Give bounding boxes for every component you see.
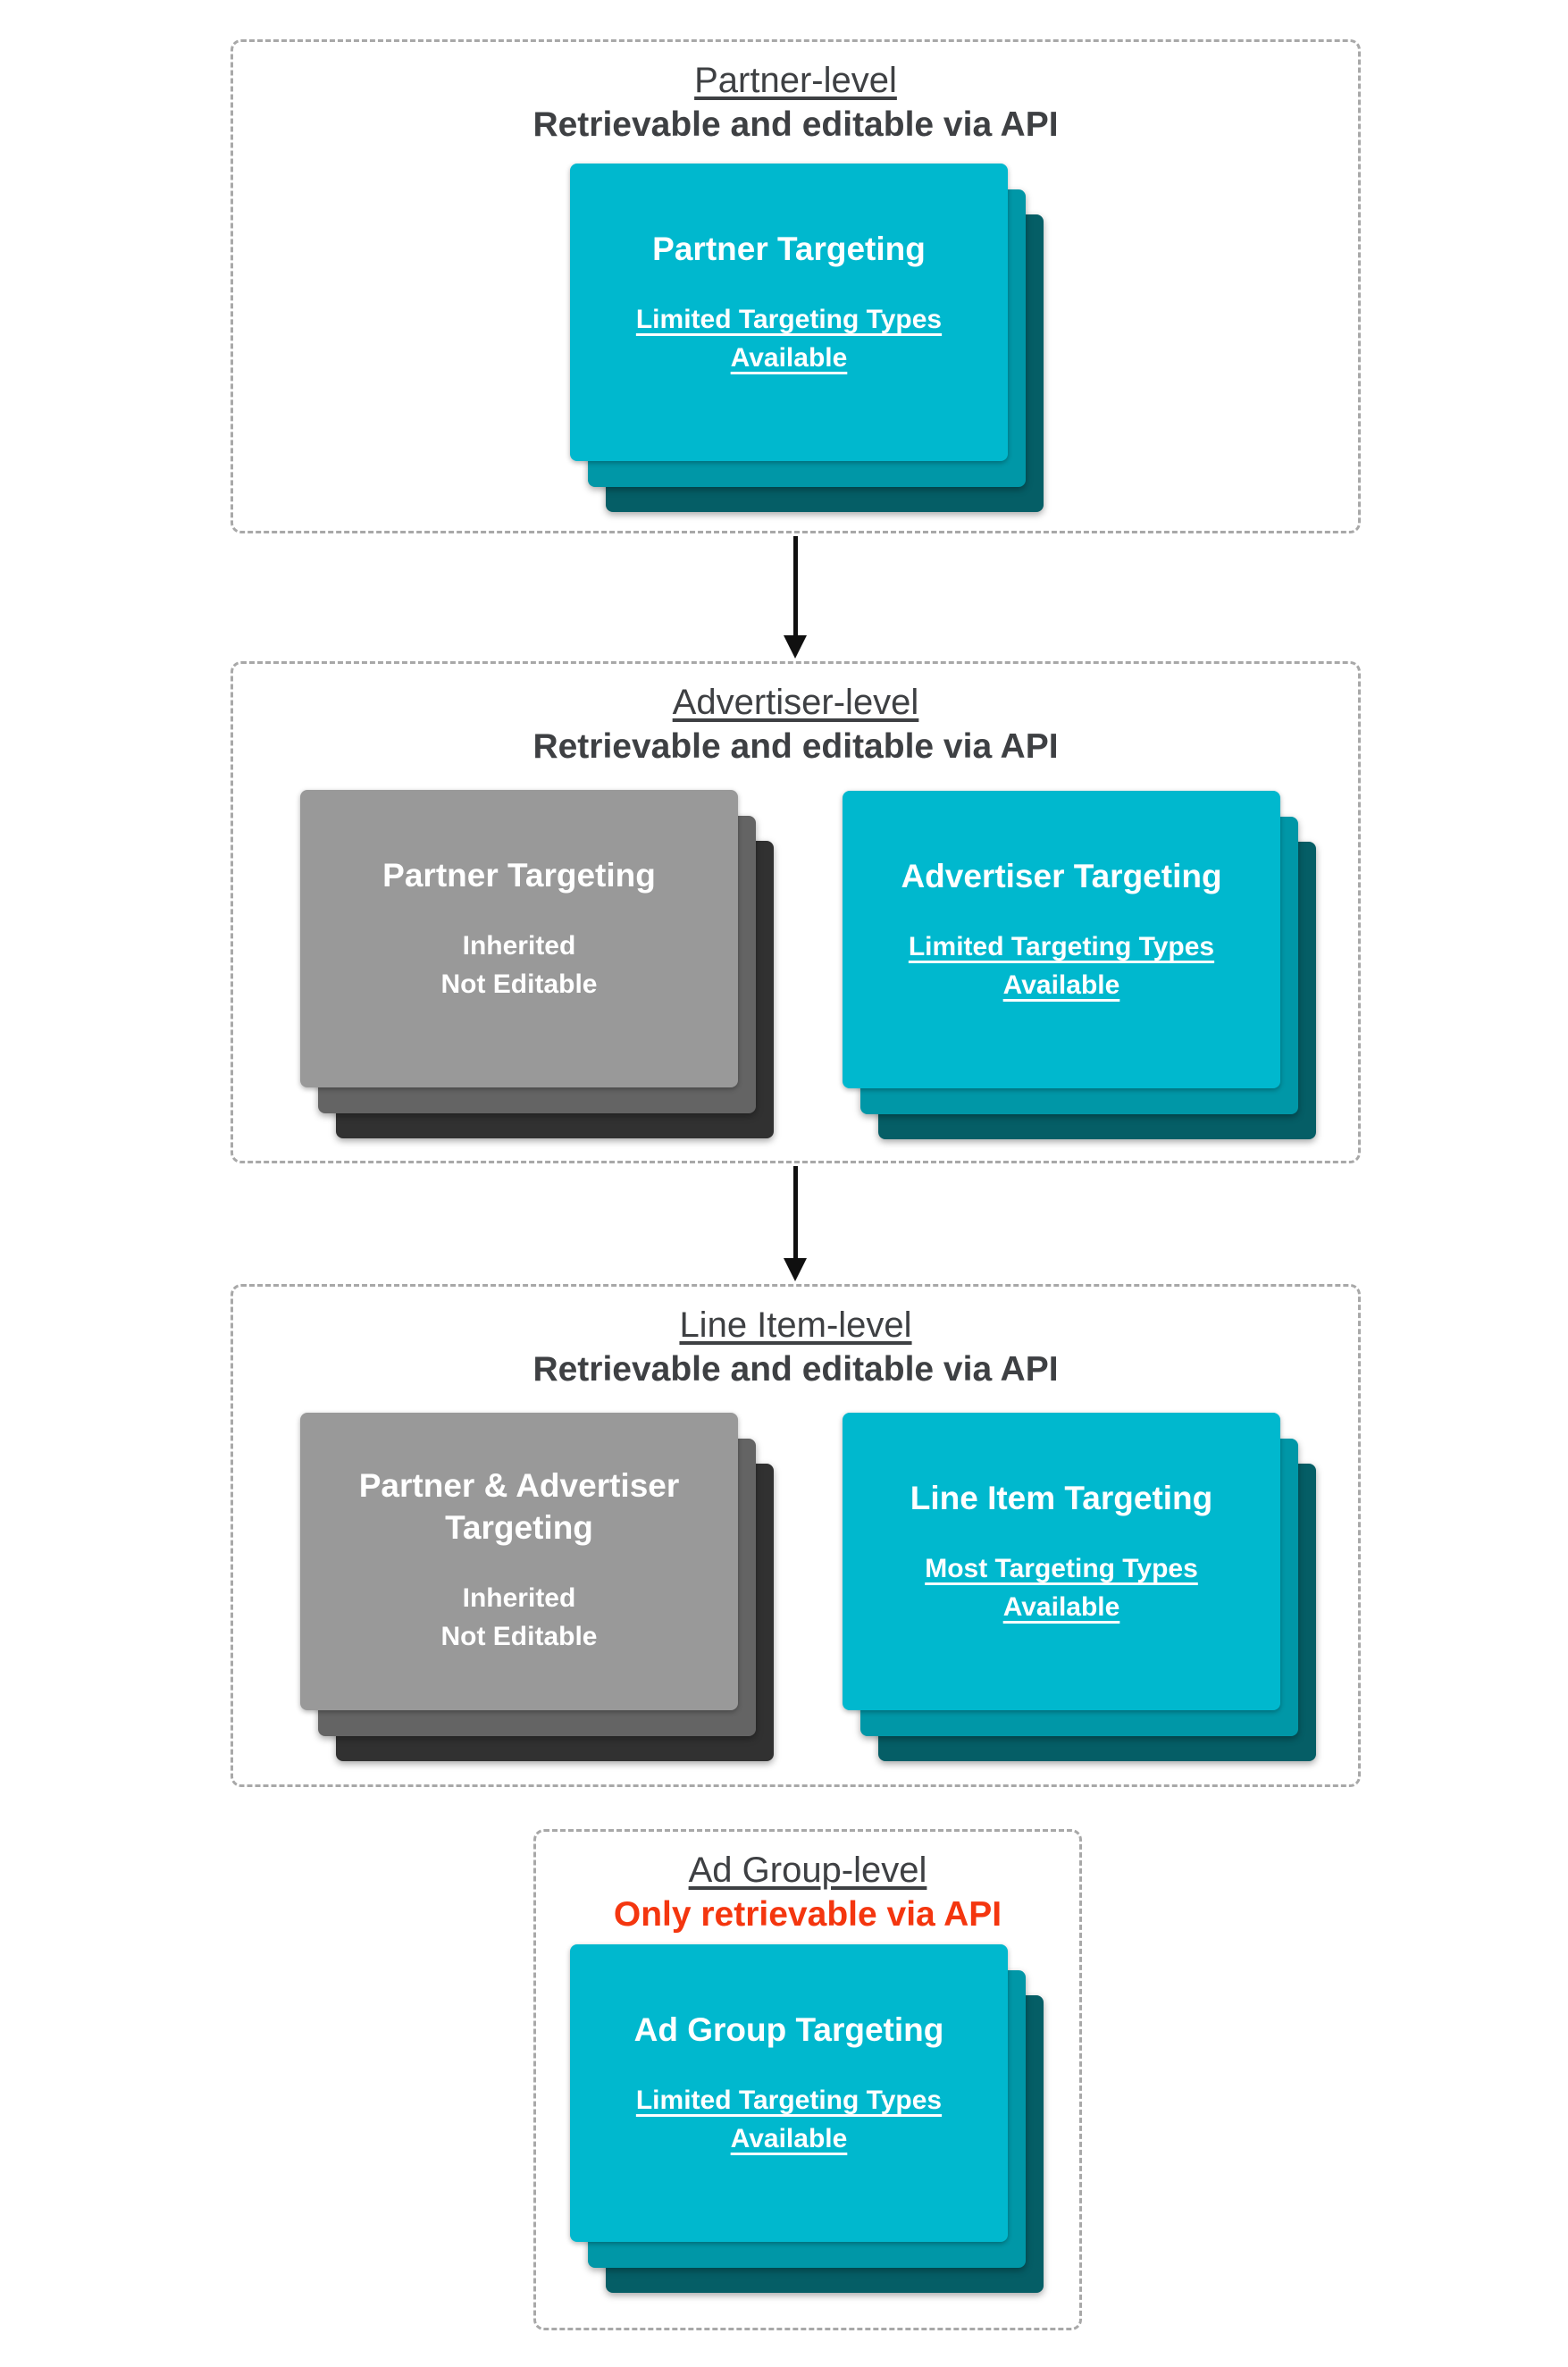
card-note-line: Available — [730, 343, 848, 373]
card-note-line: Inherited — [462, 931, 576, 961]
section-subtitle: Retrievable and editable via API — [532, 105, 1059, 144]
card-title: Line Item Targeting — [910, 1477, 1213, 1519]
arrow-shaft — [792, 1166, 798, 1258]
section-subtitle: Retrievable and editable via API — [532, 727, 1059, 766]
arrow-head — [784, 635, 807, 659]
arrow-shaft — [792, 536, 798, 635]
card-title-line: Ad Group Targeting — [633, 2011, 944, 2048]
section-title: Ad Group-level — [688, 1851, 927, 1890]
card-note: Limited Targeting Types Available — [909, 927, 1214, 1004]
card-title-line: Line Item Targeting — [910, 1480, 1213, 1516]
card-note-line: Not Editable — [440, 969, 598, 999]
card-note-line: Available — [730, 2124, 848, 2153]
card-stack-partner-advertiser-targeting: Partner & Advertiser Targeting Inherited… — [300, 1413, 774, 1761]
card-note-line: Limited Targeting Types — [635, 2086, 943, 2115]
panel-ad-group-level: Ad Group-level Only retrievable via API … — [533, 1829, 1082, 2330]
card-stack-partner-targeting: Partner Targeting Limited Targeting Type… — [570, 164, 1044, 512]
card-note: Most Targeting Types Available — [925, 1549, 1198, 1626]
card-title: Ad Group Targeting — [634, 2009, 944, 2051]
down-arrow-icon — [779, 536, 811, 659]
card-stack-ad-group-targeting: Ad Group Targeting Limited Targeting Typ… — [570, 1944, 1044, 2293]
card-face: Line Item Targeting Most Targeting Types… — [843, 1413, 1280, 1710]
card-title-line: Partner & Advertiser — [358, 1467, 680, 1504]
card-note-line: Available — [1002, 970, 1120, 1000]
panel-partner-level: Partner-level Retrievable and editable v… — [231, 39, 1361, 533]
card-note-line: Available — [1002, 1592, 1120, 1622]
card-title: Advertiser Targeting — [901, 855, 1221, 897]
card-face: Ad Group Targeting Limited Targeting Typ… — [570, 1944, 1008, 2242]
card-note: Limited Targeting Types Available — [636, 2081, 942, 2158]
section-title: Advertiser-level — [672, 683, 919, 722]
card-note-line: Limited Targeting Types — [908, 932, 1215, 961]
card-title-line: Partner Targeting — [382, 857, 656, 894]
section-title: Partner-level — [694, 61, 897, 100]
card-title: Partner Targeting — [652, 228, 926, 270]
card-title: Partner Targeting — [382, 854, 656, 896]
card-title-line: Targeting — [445, 1509, 593, 1546]
card-face: Partner Targeting Inherited Not Editable — [300, 790, 738, 1087]
down-arrow-icon — [779, 1166, 811, 1281]
card-title-line: Partner Targeting — [652, 231, 926, 267]
card-stack-partner-targeting-inherited: Partner Targeting Inherited Not Editable — [300, 790, 774, 1138]
section-title: Line Item-level — [679, 1305, 912, 1345]
card-note: Inherited Not Editable — [440, 1579, 597, 1656]
card-note-line: Most Targeting Types — [925, 1554, 1198, 1583]
arrow-head — [784, 1258, 807, 1281]
card-note-line: Inherited — [462, 1583, 576, 1613]
card-title: Partner & Advertiser Targeting — [359, 1465, 680, 1549]
card-title-line: Advertiser Targeting — [901, 858, 1222, 894]
card-note: Inherited Not Editable — [440, 927, 597, 1003]
card-face: Advertiser Targeting Limited Targeting T… — [843, 791, 1280, 1088]
card-note-line: Not Editable — [440, 1622, 598, 1651]
section-subtitle: Only retrievable via API — [613, 1895, 1002, 1934]
section-subtitle: Retrievable and editable via API — [532, 1350, 1059, 1389]
panel-line-item-level: Line Item-level Retrievable and editable… — [231, 1284, 1361, 1787]
card-note-line: Limited Targeting Types — [635, 305, 943, 334]
card-face: Partner Targeting Limited Targeting Type… — [570, 164, 1008, 461]
card-note: Limited Targeting Types Available — [636, 300, 942, 377]
card-stack-advertiser-targeting: Advertiser Targeting Limited Targeting T… — [843, 791, 1316, 1139]
card-stack-line-item-targeting: Line Item Targeting Most Targeting Types… — [843, 1413, 1316, 1761]
card-face: Partner & Advertiser Targeting Inherited… — [300, 1413, 738, 1710]
panel-advertiser-level: Advertiser-level Retrievable and editabl… — [231, 661, 1361, 1163]
